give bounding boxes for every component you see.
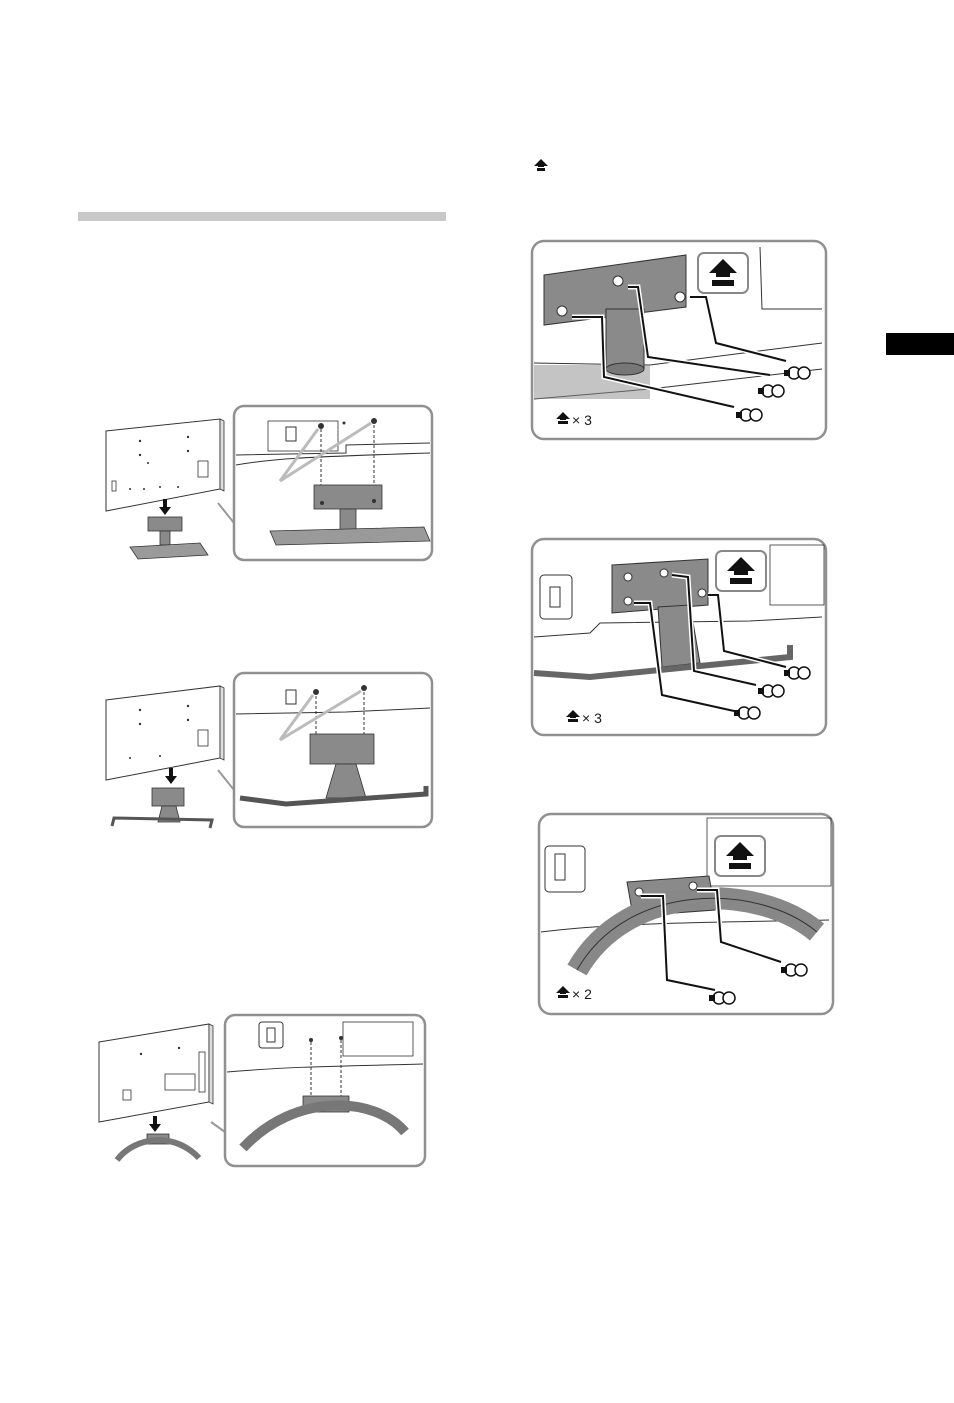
screw-symbol-mark bbox=[533, 158, 549, 177]
left-figure-1 bbox=[100, 403, 436, 565]
stand-rectangular-small bbox=[130, 517, 208, 559]
down-arrow-icon bbox=[159, 499, 171, 515]
right-figure-c: × 2 bbox=[537, 812, 835, 1016]
tv-rear-illustration bbox=[106, 419, 224, 511]
tv-rear-illustration bbox=[99, 1024, 213, 1122]
stand-arc-small bbox=[117, 1134, 199, 1160]
down-arrow-icon bbox=[149, 1116, 161, 1132]
up-arrow-callout bbox=[716, 551, 766, 591]
tv-rear-illustration bbox=[106, 686, 224, 780]
up-arrow-callout bbox=[715, 836, 765, 876]
section-heading-rule bbox=[78, 212, 446, 221]
down-arrow-icon bbox=[165, 768, 177, 784]
screw-count-label: × 3 bbox=[572, 412, 592, 428]
zoom-frame bbox=[225, 1015, 425, 1166]
stand-frame-small bbox=[112, 788, 212, 828]
right-figure-b: × 3 bbox=[530, 537, 828, 737]
up-arrow-callout bbox=[698, 253, 748, 293]
screw-count-label: × 2 bbox=[572, 986, 592, 1002]
left-figure-3 bbox=[95, 1012, 431, 1170]
section-index-tab bbox=[886, 333, 954, 355]
up-arrow-icon bbox=[533, 158, 549, 172]
right-figure-a: × 3 bbox=[530, 239, 828, 441]
left-figure-2 bbox=[100, 670, 436, 832]
screw-count-label: × 3 bbox=[582, 710, 602, 726]
